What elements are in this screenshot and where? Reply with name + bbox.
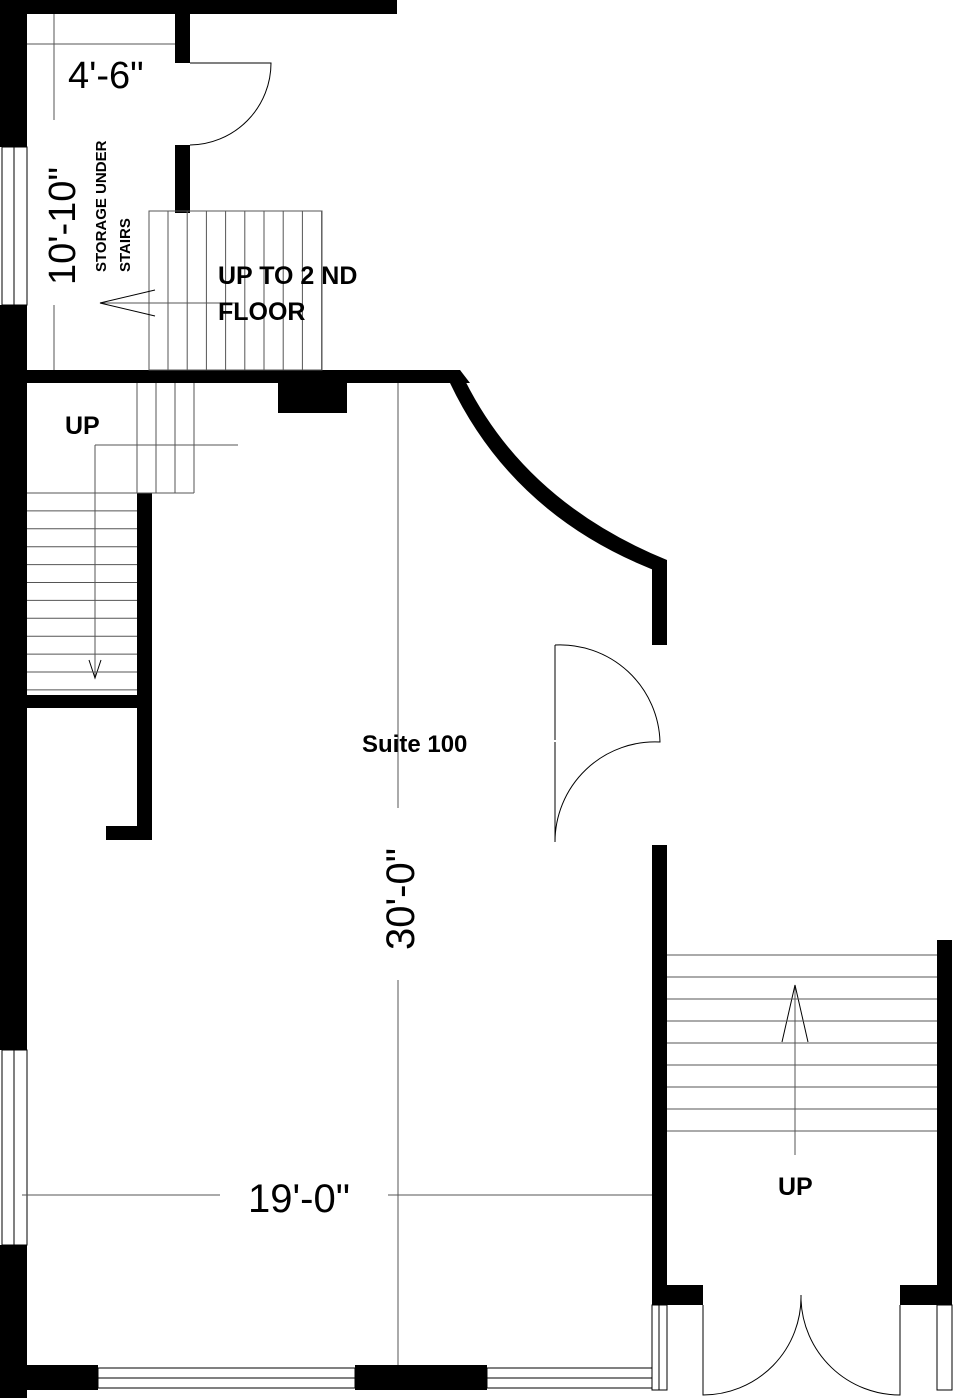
label-up-to-2nd-line1: UP TO 2 ND <box>218 262 357 290</box>
stairs-right <box>667 954 937 1155</box>
dimension-storage-width: 4'-6" <box>68 55 144 97</box>
dimension-storage-depth: 10'-10" <box>42 167 84 285</box>
stairs-left <box>27 383 238 691</box>
stairs-top-arrow <box>99 289 235 317</box>
label-up-left: UP <box>65 412 100 440</box>
label-suite: Suite 100 <box>362 731 467 758</box>
stairs-to-second-floor <box>148 210 323 371</box>
windows <box>1 146 953 1391</box>
label-up-to-2nd-line2: FLOOR <box>218 298 306 326</box>
doors <box>189 62 901 1396</box>
dimension-lines <box>22 14 652 1365</box>
label-storage-line2: STAIRS <box>117 218 134 272</box>
dimension-suite-depth: 30'-0" <box>379 848 423 950</box>
dimension-suite-width: 19'-0" <box>248 1177 350 1221</box>
label-up-right: UP <box>778 1173 813 1201</box>
label-storage-line1: STORAGE UNDER <box>93 140 110 272</box>
